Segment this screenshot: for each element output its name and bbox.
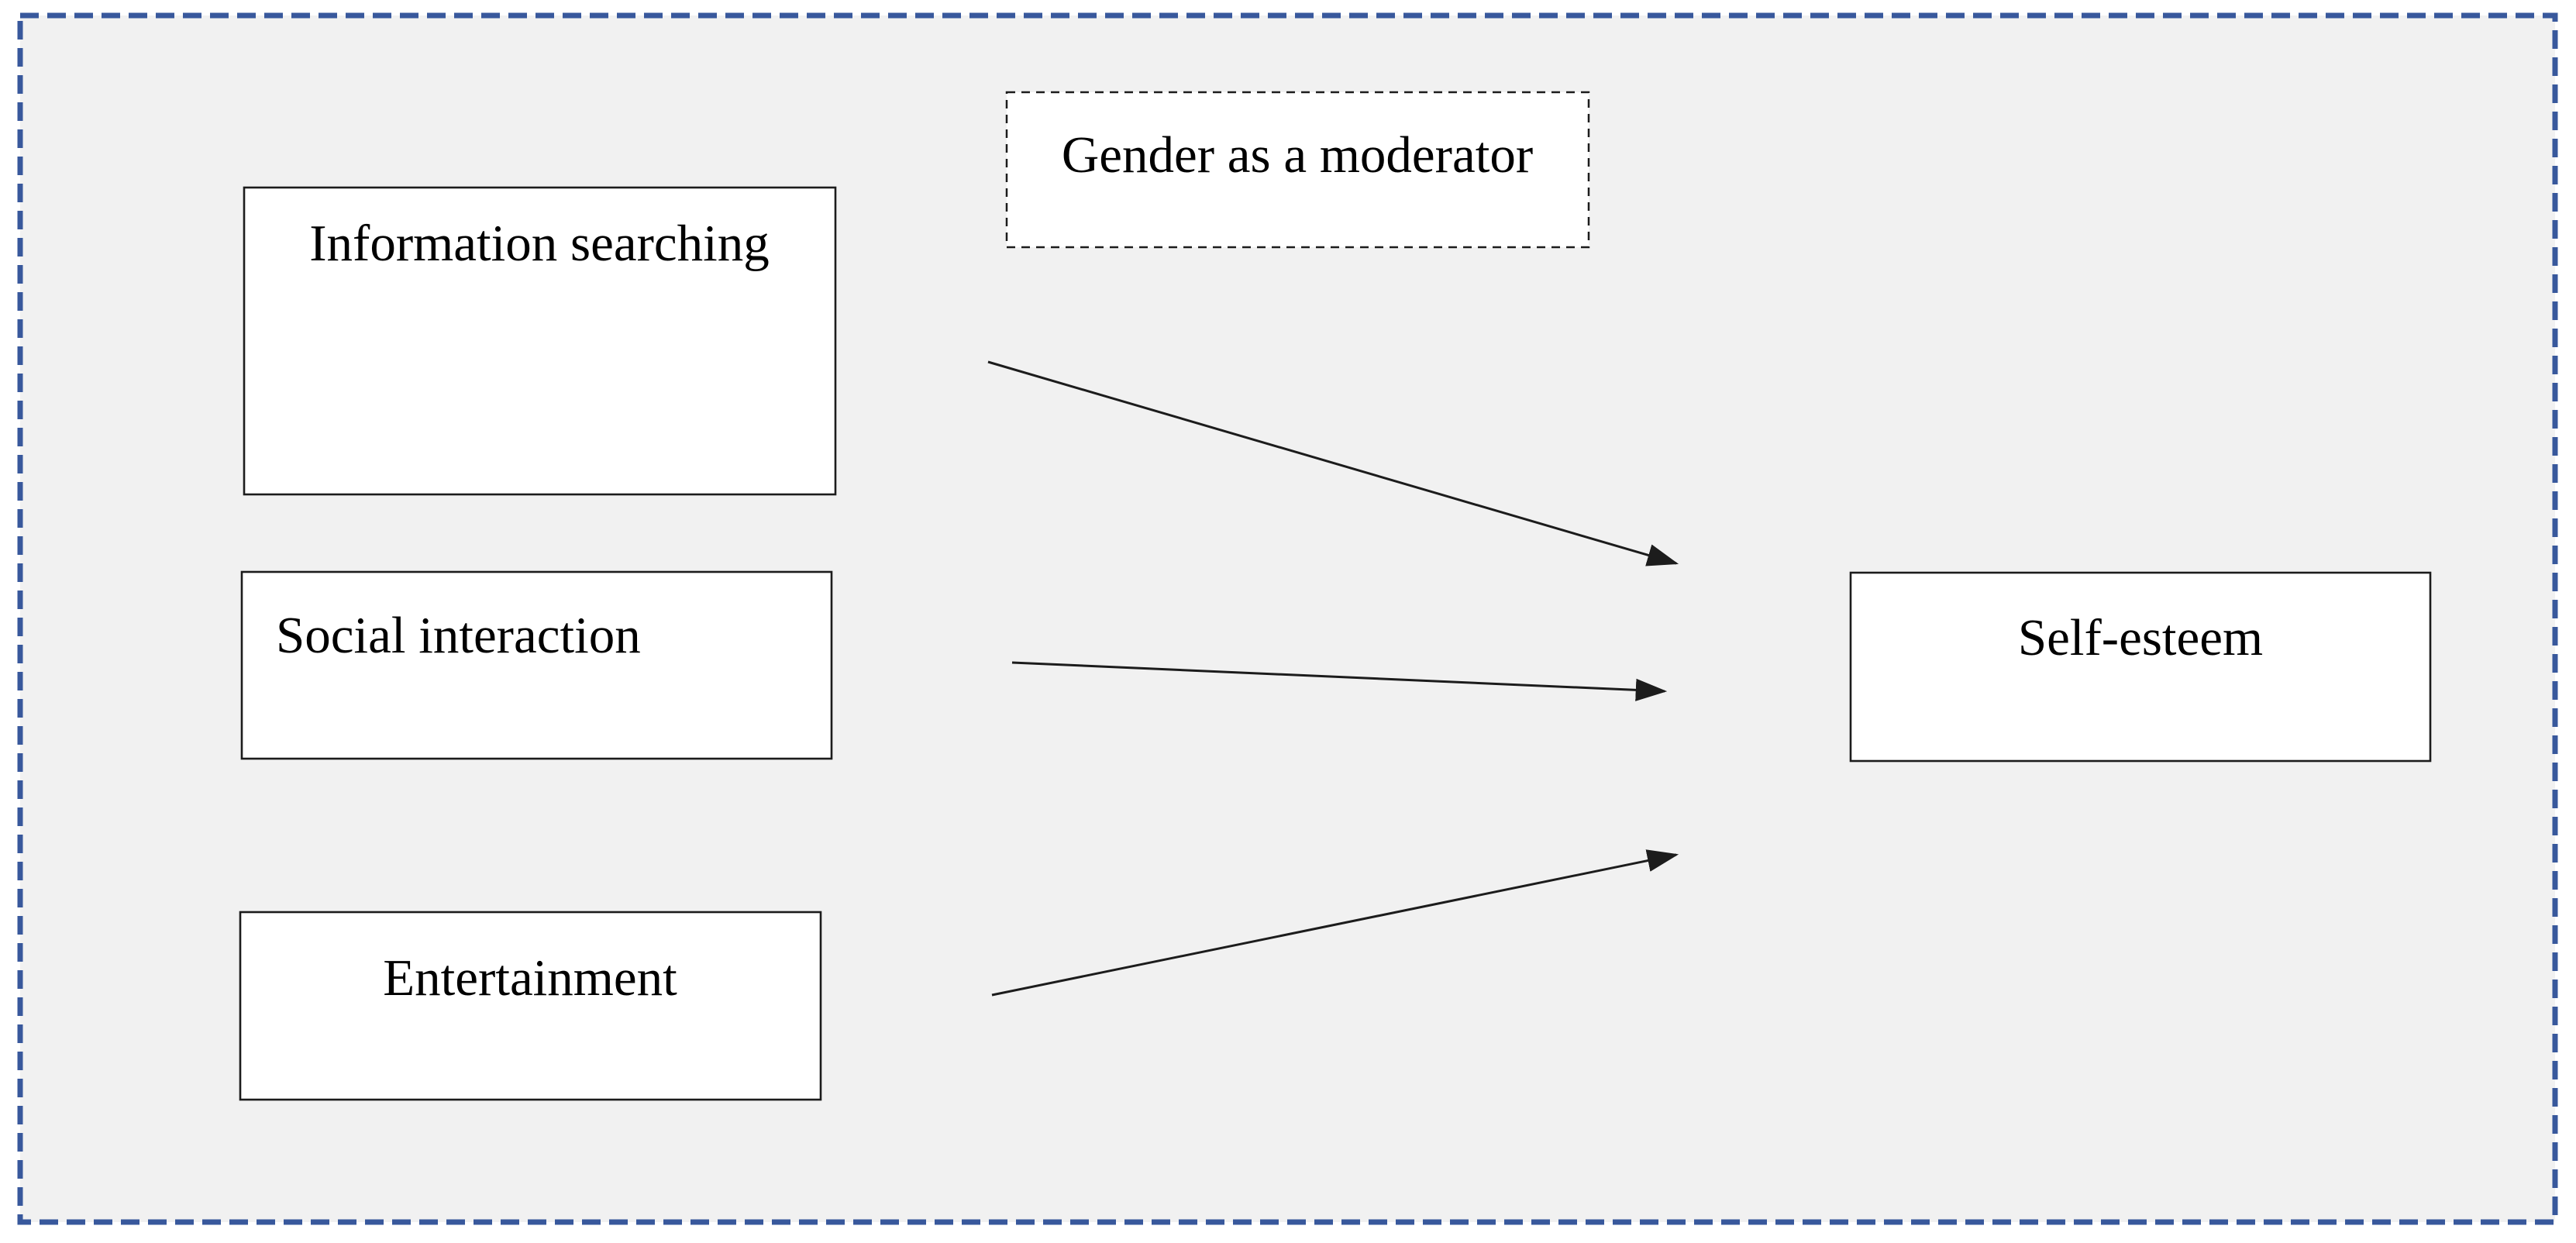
box-self-esteem: Self-esteem <box>1849 571 2432 763</box>
box-information-searching: Information searching <box>243 186 837 496</box>
box-social-interaction: Social interaction <box>240 570 833 760</box>
arrow-information-searching-to-self-esteem <box>987 360 1679 566</box>
arrow-social-interaction-to-self-esteem <box>1011 661 1668 701</box>
box-information-searching-rect <box>243 186 837 496</box>
box-gender-moderator-rect <box>1005 91 1590 249</box>
box-entertainment-rect <box>239 911 822 1101</box>
arrow-entertainment-to-self-esteem <box>991 849 1679 997</box>
box-social-interaction-label: Social interaction <box>276 607 641 664</box>
box-entertainment-label: Entertainment <box>383 949 677 1007</box>
box-self-esteem-label: Self-esteem <box>2018 609 2263 666</box>
box-information-searching-label: Information searching <box>309 215 769 272</box>
box-gender-moderator-label: Gender as a moderator <box>1062 126 1533 184</box>
box-gender-moderator: Gender as a moderator <box>1005 91 1590 249</box>
box-entertainment: Entertainment <box>239 911 822 1101</box>
box-social-interaction-rect <box>240 570 833 760</box>
box-self-esteem-rect <box>1849 571 2432 763</box>
